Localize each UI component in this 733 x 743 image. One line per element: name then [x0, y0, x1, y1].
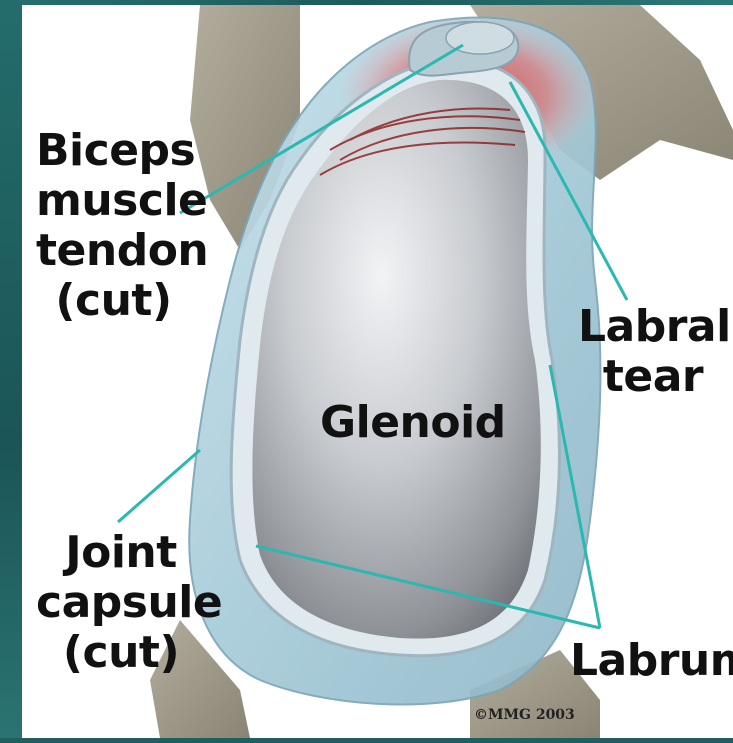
labrum-label: Labrum: [570, 636, 733, 686]
joint-capsule-label-line: capsule: [36, 578, 206, 628]
biceps-label-line: muscle: [36, 176, 191, 226]
joint-capsule-label-line: (cut): [36, 628, 206, 678]
glenoid-label-text: Glenoid: [320, 397, 506, 448]
biceps-label-line: (cut): [36, 276, 191, 326]
joint-capsule-label: Joint capsule (cut): [36, 528, 206, 678]
biceps-label: Biceps muscle tendon (cut): [36, 126, 191, 326]
biceps-label-line: tendon: [36, 226, 191, 276]
joint-capsule-label-line: Joint: [36, 528, 206, 578]
labral-tear-label-line: Labral: [578, 302, 728, 352]
copyright-credit: ©MMG 2003: [474, 707, 575, 723]
biceps-label-line: Biceps: [36, 126, 191, 176]
labral-tear-label: Labral tear: [578, 302, 728, 402]
leader-joint-capsule: [118, 450, 200, 522]
slide-border-left: [0, 0, 22, 743]
labral-tear-label-line: tear: [578, 352, 728, 402]
labrum-label-text: Labrum: [570, 635, 733, 686]
glenoid-label: Glenoid: [320, 398, 506, 448]
slide-border-bottom: [0, 738, 733, 743]
